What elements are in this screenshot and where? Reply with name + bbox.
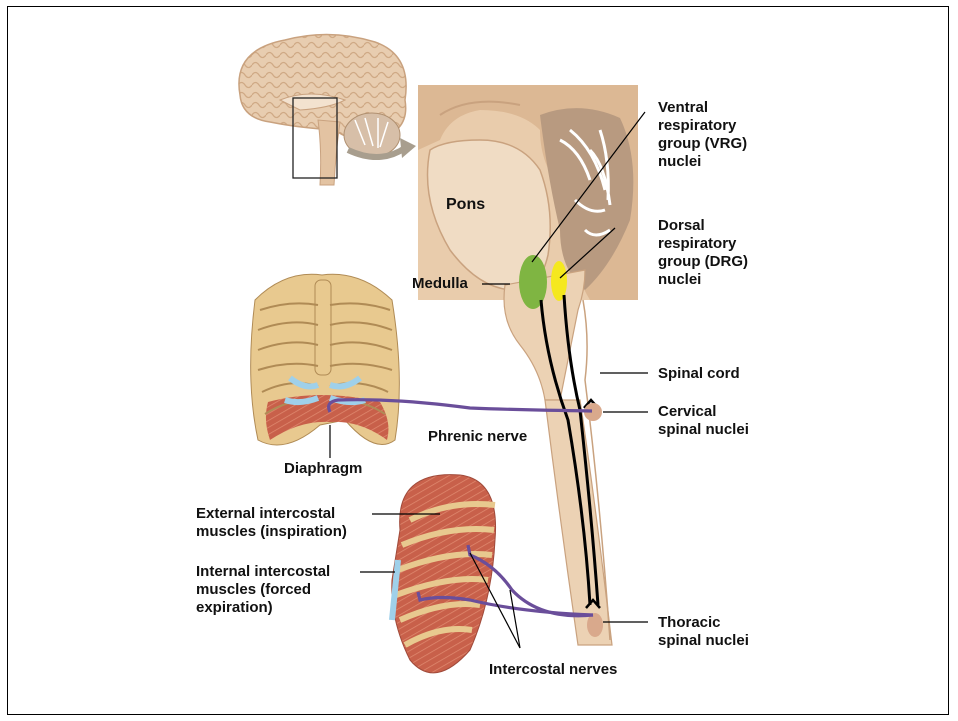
intercostal-nerves-label: Intercostal nerves (489, 661, 617, 679)
brain-sagittal-thumbnail (239, 34, 416, 185)
diaphragm-label: Diaphragm (284, 460, 362, 478)
drg-label: Dorsal respiratory group (DRG) nuclei (658, 217, 748, 289)
cervical-spinal-nuclei-label: Cervical spinal nuclei (658, 403, 749, 439)
spinal-cord-label: Spinal cord (658, 365, 740, 383)
vrg-label: Ventral respiratory group (VRG) nuclei (658, 99, 747, 171)
medulla-label: Medulla (412, 275, 468, 293)
thoracic-spinal-nuclei-label: Thoracic spinal nuclei (658, 614, 749, 650)
phrenic-nerve-label: Phrenic nerve (428, 428, 527, 446)
lateral-thorax (392, 475, 496, 673)
internal-intercostal-label: Internal intercostal muscles (forced exp… (196, 563, 330, 617)
rib-cage (251, 274, 400, 445)
external-intercostal-label: External intercostal muscles (inspiratio… (196, 505, 347, 541)
vrg-nucleus (519, 255, 547, 309)
pons-label: Pons (446, 196, 485, 214)
